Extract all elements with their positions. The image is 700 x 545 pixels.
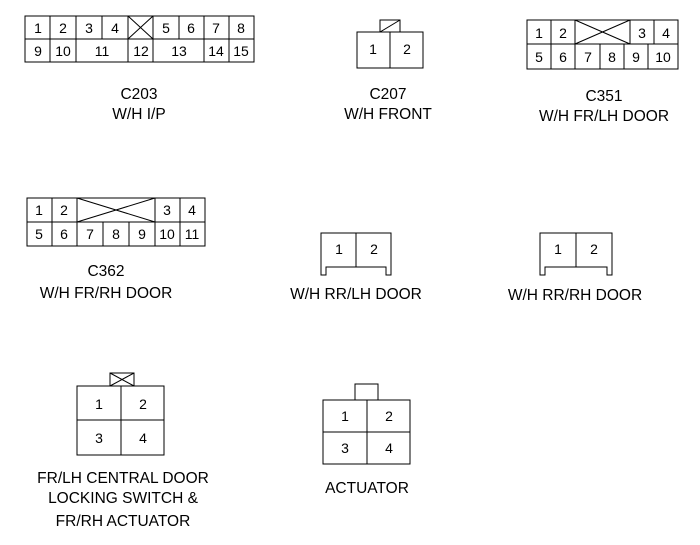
- rr-rh-label-name: W/H RR/RH DOOR: [508, 287, 642, 304]
- actuator-pin: 1: [341, 408, 349, 424]
- connector-c362-shape: [26, 197, 206, 247]
- actuator-pin: 2: [385, 408, 393, 424]
- actuator-pin: 3: [341, 440, 349, 456]
- c203-pin: 12: [133, 43, 149, 59]
- connector-c207-shape: [356, 19, 424, 69]
- connector-rr-lh-shape: [320, 232, 392, 276]
- c207-label-id: C207: [369, 86, 406, 103]
- c203-pin: 14: [208, 43, 224, 59]
- c351-pin: 7: [584, 49, 592, 65]
- c203-pin: 7: [212, 20, 220, 36]
- rr-rh-pin: 1: [554, 241, 562, 257]
- switch-pin: 2: [139, 396, 147, 412]
- connector-c203-shape: [24, 15, 255, 63]
- c203-pin: 15: [233, 43, 249, 59]
- connector-c207: 1 2 C207 W/H FRONT: [344, 19, 432, 123]
- rr-lh-label-name: W/H RR/LH DOOR: [290, 286, 422, 303]
- c362-pin: 2: [60, 202, 68, 218]
- c362-pin: 11: [185, 226, 200, 242]
- c351-label-id: C351: [585, 88, 622, 105]
- c207-pin: 2: [403, 41, 411, 57]
- c362-pin: 9: [138, 226, 146, 242]
- switch-label-line: FR/RH ACTUATOR: [56, 513, 191, 530]
- connector-rr-rh: 1 2 W/H RR/RH DOOR: [508, 232, 642, 304]
- c362-pin: 7: [86, 226, 94, 242]
- c351-pin: 8: [608, 49, 616, 65]
- connector-c362: 1 2 3 4 5 6 7 8 9 10 11 C362 W/H FR/RH D…: [26, 197, 206, 302]
- c203-pin: 4: [111, 20, 119, 36]
- c351-pin: 9: [632, 49, 640, 65]
- connector-switch: 1 2 3 4 FR/LH CENTRAL DOOR LOCKING SWITC…: [37, 372, 209, 530]
- c362-pin: 8: [112, 226, 120, 242]
- c362-pin: 10: [159, 226, 175, 242]
- connector-rr-lh: 1 2 W/H RR/LH DOOR: [290, 232, 422, 303]
- c203-pin: 10: [55, 43, 71, 59]
- c362-pin: 6: [60, 226, 68, 242]
- c351-pin: 10: [655, 49, 671, 65]
- c203-pin: 6: [187, 20, 195, 36]
- c203-pin: 9: [34, 43, 42, 59]
- connector-switch-shape: [76, 372, 165, 456]
- c351-pin: 3: [638, 25, 646, 41]
- c351-label-name: W/H FR/LH DOOR: [539, 108, 669, 125]
- c351-pin: 2: [559, 25, 567, 41]
- c203-pin: 8: [237, 20, 245, 36]
- actuator-pin: 4: [385, 440, 393, 456]
- switch-pin: 4: [139, 430, 147, 446]
- c362-pin: 1: [35, 202, 43, 218]
- c362-pin: 5: [35, 226, 43, 242]
- c362-pin: 3: [163, 202, 171, 218]
- c203-pin: 11: [95, 43, 110, 59]
- connector-actuator-shape: [322, 383, 411, 465]
- rr-rh-pin: 2: [590, 241, 598, 257]
- switch-pin: 3: [95, 430, 103, 446]
- c203-pin: 2: [59, 20, 67, 36]
- rr-lh-pin: 1: [335, 241, 343, 257]
- connector-actuator: 1 2 3 4 ACTUATOR: [322, 383, 411, 497]
- rr-lh-pin: 2: [370, 241, 378, 257]
- connector-rr-rh-shape: [539, 232, 613, 276]
- switch-label-line: LOCKING SWITCH &: [48, 490, 199, 507]
- actuator-label-name: ACTUATOR: [325, 480, 409, 497]
- c203-label-name: W/H I/P: [112, 106, 165, 123]
- c203-pin: 3: [85, 20, 93, 36]
- connector-c351-shape: [526, 19, 679, 70]
- switch-pin: 1: [95, 396, 103, 412]
- c351-pin: 6: [559, 49, 567, 65]
- connector-c203: 1 2 3 4 5 6 7 8 9 10 11 12 13 14 15 C203…: [24, 15, 255, 123]
- c351-pin: 1: [535, 25, 543, 41]
- c351-pin: 4: [662, 25, 670, 41]
- c362-pin: 4: [188, 202, 196, 218]
- c207-pin: 1: [369, 41, 377, 57]
- c203-label-id: C203: [120, 86, 157, 103]
- c351-pin: 5: [535, 49, 543, 65]
- c203-pin: 1: [34, 20, 42, 36]
- connector-c351: 1 2 3 4 5 6 7 8 9 10 C351 W/H FR/LH DOOR: [526, 19, 679, 125]
- c207-label-name: W/H FRONT: [344, 106, 432, 123]
- c362-label-id: C362: [87, 263, 124, 280]
- switch-label-line: FR/LH CENTRAL DOOR: [37, 470, 209, 487]
- c362-label-name: W/H FR/RH DOOR: [40, 285, 173, 302]
- c203-pin: 13: [171, 43, 187, 59]
- c203-pin: 5: [162, 20, 170, 36]
